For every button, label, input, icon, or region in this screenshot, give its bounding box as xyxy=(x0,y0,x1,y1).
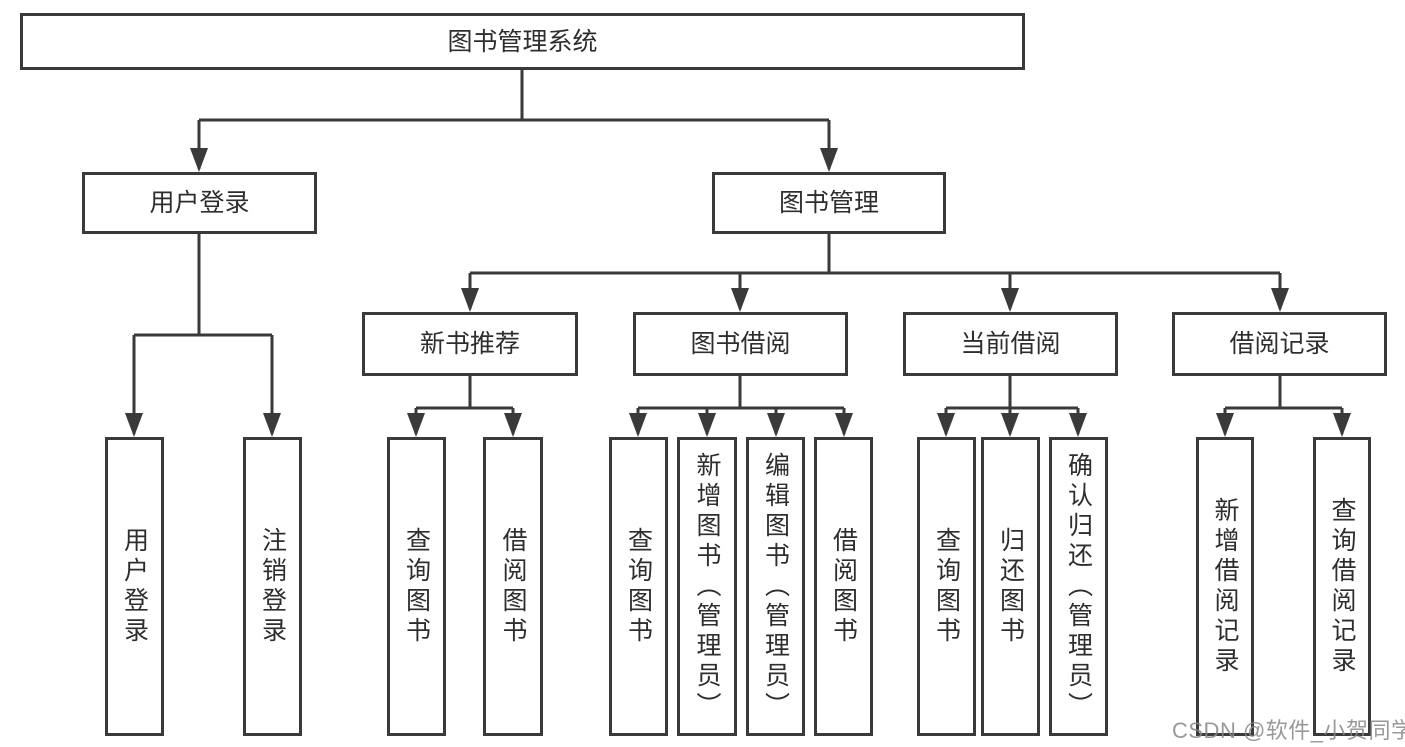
leaf-edit-books-admin: 编辑图书（管理员） xyxy=(746,437,805,736)
leaf-query-books-current: 查询图书 xyxy=(917,437,976,736)
leaf-user-login: 用户登录 xyxy=(105,437,164,736)
leaf-add-books-admin: 新增图书（管理员） xyxy=(677,437,737,736)
node-book-management: 图书管理 xyxy=(712,172,946,234)
node-book-borrowing: 图书借阅 xyxy=(633,312,848,376)
leaf-borrow-books-recommend: 借阅图书 xyxy=(483,437,543,736)
node-library-system: 图书管理系统 xyxy=(20,13,1025,70)
leaf-query-books-borrowing: 查询图书 xyxy=(609,437,668,736)
watermark-text: CSDN @软件_小贺同学 xyxy=(1172,718,1405,743)
leaf-add-borrow-record: 新增借阅记录 xyxy=(1196,437,1254,736)
leaf-logout: 注销登录 xyxy=(243,437,302,736)
leaf-confirm-return-admin: 确认归还（管理员） xyxy=(1049,437,1108,736)
leaf-query-borrow-record: 查询借阅记录 xyxy=(1313,437,1371,736)
node-borrowing-records: 借阅记录 xyxy=(1172,312,1387,376)
leaf-borrow-books-borrowing: 借阅图书 xyxy=(814,437,873,736)
node-new-book-recommendation: 新书推荐 xyxy=(362,312,578,376)
node-user-login: 用户登录 xyxy=(82,172,317,234)
node-current-borrowing: 当前借阅 xyxy=(903,312,1118,376)
leaf-return-books: 归还图书 xyxy=(981,437,1040,736)
leaf-query-books-recommend: 查询图书 xyxy=(387,437,446,736)
